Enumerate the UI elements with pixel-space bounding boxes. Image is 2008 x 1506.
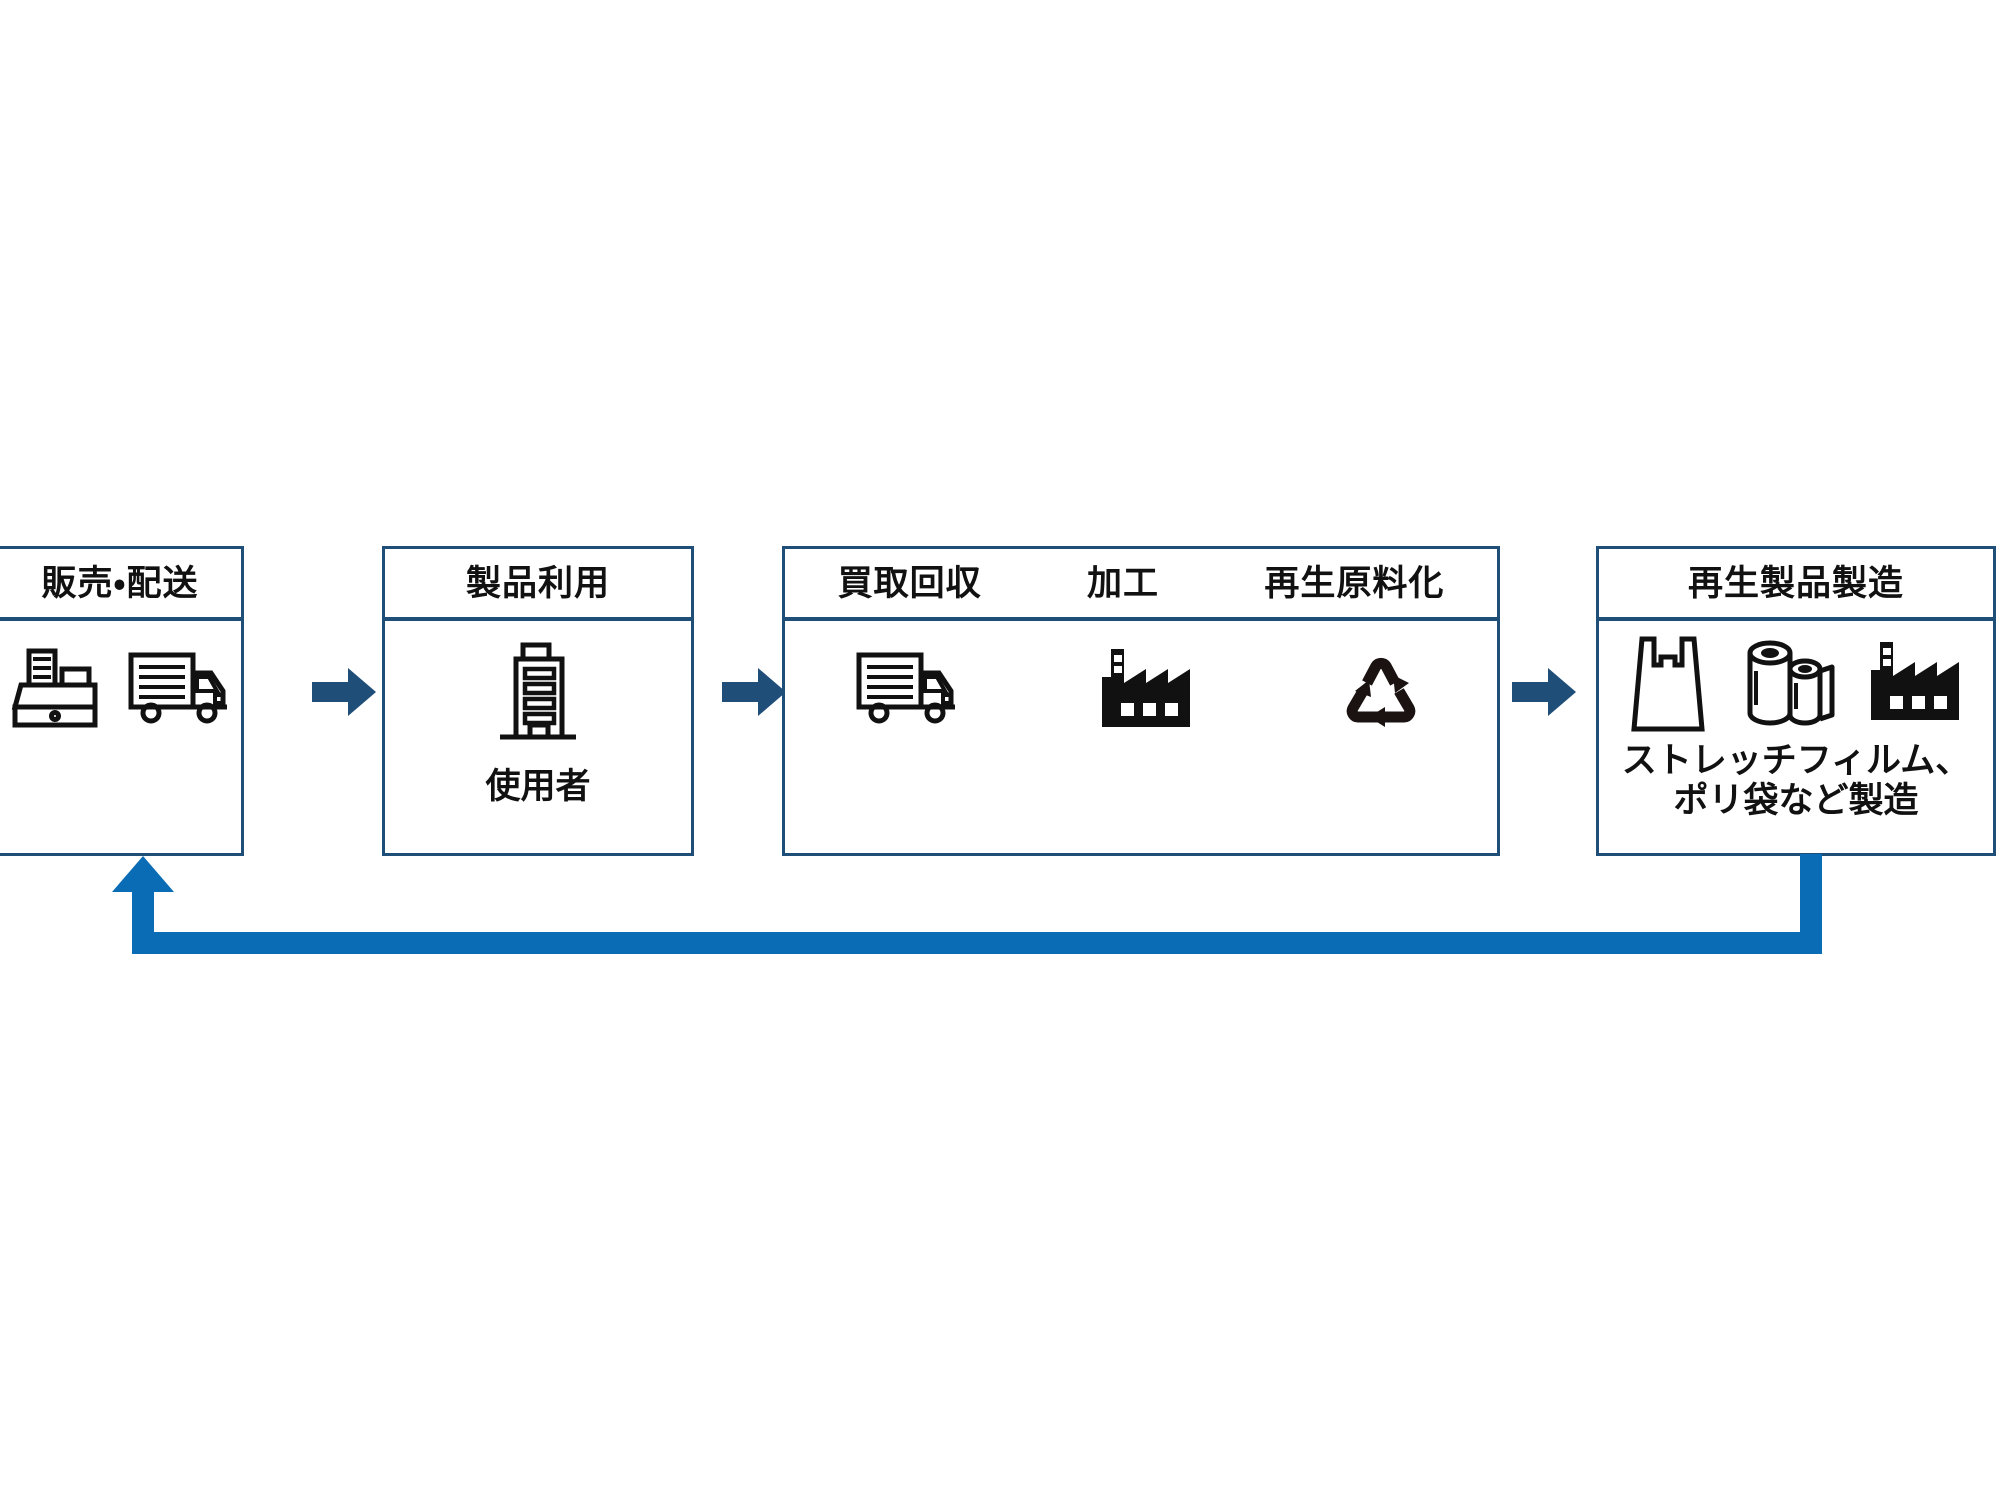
office-building-icon [500, 642, 576, 740]
stage-caption-recycled-product-manufacturing: ストレッチフィルム、 ポリ袋など製造 [1621, 741, 1971, 821]
delivery-truck-icon [856, 652, 955, 724]
stage-box-recycled-product-manufacturing[interactable]: 再生製品製造 [1596, 546, 1996, 856]
arrow-right-icon [1512, 668, 1576, 716]
stage-header-product-use: 製品利用 [385, 549, 691, 621]
stage-label-product-use: 製品利用 [465, 563, 610, 603]
stage-caption-product-use: 使用者 [485, 767, 591, 806]
stage-header-collection-processing-regeneration: 買取回収 加工 再生原料化 [785, 549, 1497, 621]
icon-slot-office-building [496, 641, 580, 747]
stage-label-recycled-product-manufacturing: 再生製品製造 [1687, 563, 1904, 603]
stage-body-sales-delivery [0, 621, 241, 853]
connector-arrow-2 [722, 664, 786, 720]
return-loop [0, 854, 2008, 976]
arrow-right-icon [722, 668, 786, 716]
film-rolls-icon [1747, 640, 1835, 726]
connector-arrow-1 [312, 664, 376, 720]
factory-icon [1870, 642, 1959, 720]
stage-box-sales-delivery[interactable]: 販売・配送 [0, 546, 244, 856]
icon-slot-collection-truck [855, 647, 959, 729]
stage-body-collection-processing-regeneration [785, 621, 1497, 853]
plastic-bag-icon [1631, 636, 1706, 732]
cash-register-icon [11, 648, 98, 728]
stage-body-recycled-product-manufacturing: ストレッチフィルム、 ポリ袋など製造 [1599, 621, 1993, 853]
return-loop-left-riser [132, 886, 154, 952]
stage-header-sales-delivery: 販売・配送 [0, 549, 241, 621]
factory-icon [1101, 649, 1190, 727]
icon-slot-cash-register [9, 647, 107, 729]
icon-slot-recycled-factory [1867, 635, 1963, 731]
icon-slot-processing-factory [1098, 647, 1194, 733]
stage-label-sales-delivery: 販売・配送 [41, 563, 199, 603]
stage-body-product-use: 使用者 [385, 621, 691, 853]
stage-header-recycled-product-manufacturing: 再生製品製造 [1599, 549, 1993, 621]
return-loop-right-riser [1800, 854, 1822, 952]
icon-slot-delivery-truck [127, 647, 231, 729]
delivery-truck-icon [128, 652, 227, 724]
arrow-up-icon [112, 856, 174, 892]
return-loop-horizontal [132, 932, 1822, 954]
stage-box-product-use[interactable]: 製品利用 [382, 546, 694, 856]
stage-label-collection: 買取回収 [837, 563, 982, 603]
connector-arrow-3 [1512, 664, 1576, 720]
icon-slot-film-rolls [1736, 635, 1838, 731]
icon-slot-plastic-bag [1629, 635, 1707, 733]
stage-label-regeneration: 再生原料化 [1264, 563, 1445, 603]
stage-label-processing: 加工 [1086, 563, 1159, 603]
icon-slot-recycle [1333, 647, 1427, 737]
stage-box-collection-processing-regeneration[interactable]: 買取回収 加工 再生原料化 [782, 546, 1500, 856]
arrow-right-icon [312, 668, 376, 716]
recycle-icon [1347, 657, 1416, 727]
